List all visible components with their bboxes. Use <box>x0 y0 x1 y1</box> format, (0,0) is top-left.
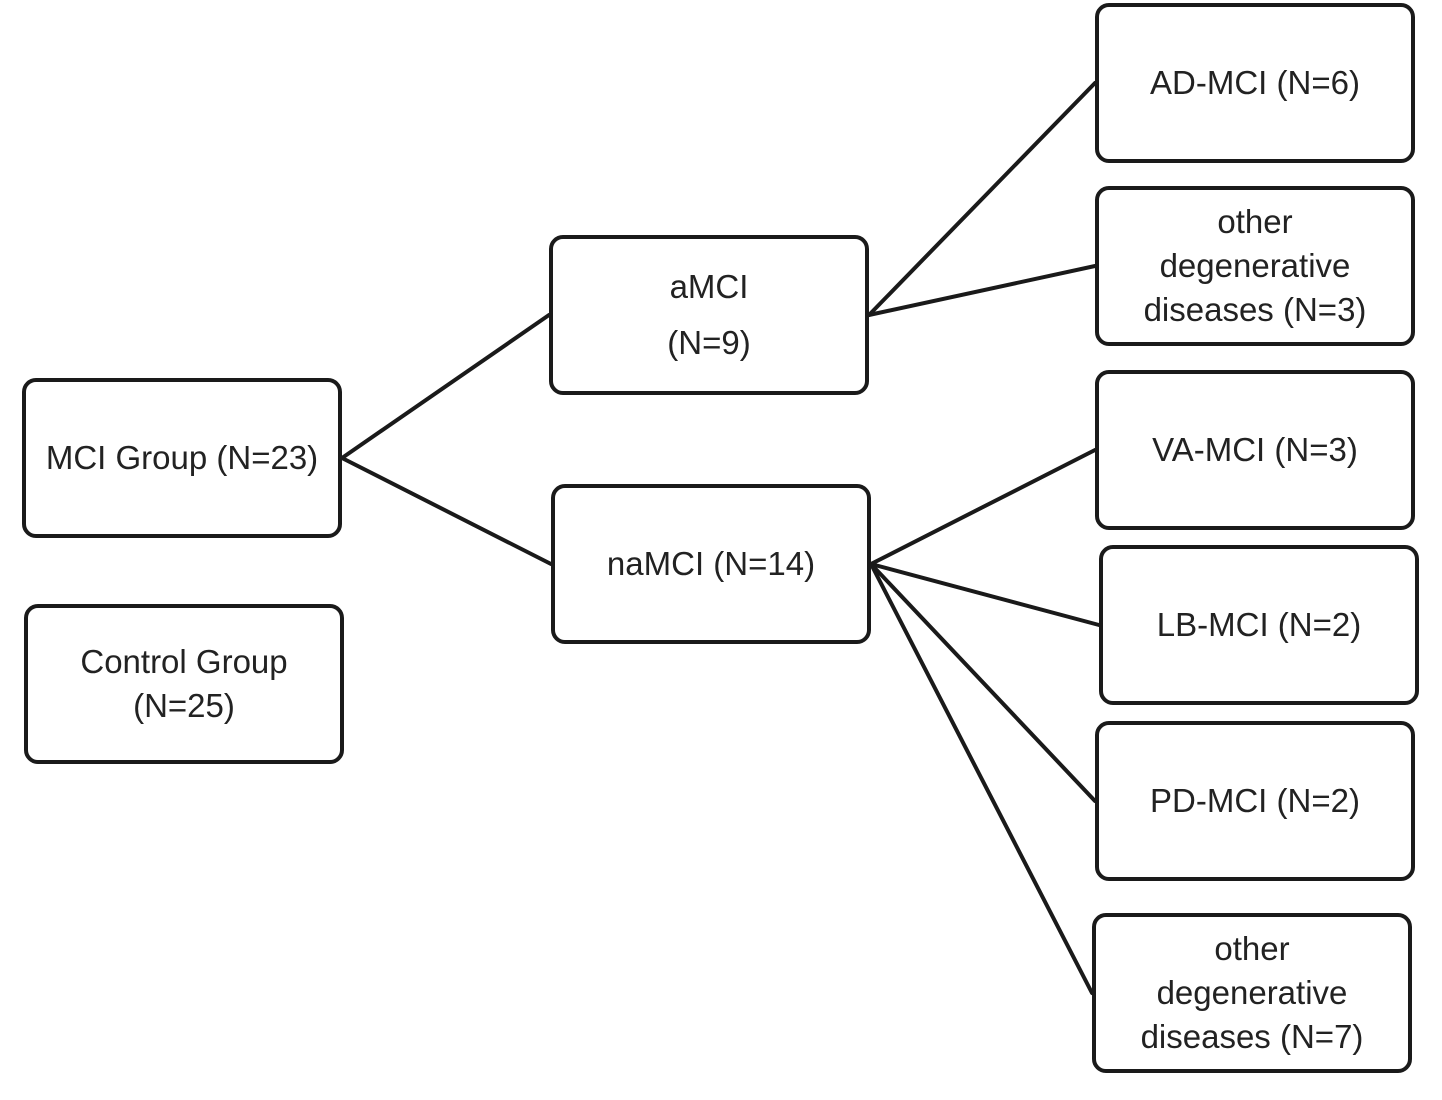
ad-mci-node: AD-MCI (N=6) <box>1095 3 1415 163</box>
edge-namci-to-lbmci <box>869 562 1101 627</box>
edge-namci-to-pdmci <box>869 562 1097 803</box>
edge-amci-to-admci <box>867 81 1097 317</box>
other-degenerative-amci-line-1: other <box>1217 203 1293 240</box>
control-group-count: (N=25) <box>133 687 235 724</box>
control-group-label: Control Group <box>80 643 288 680</box>
lb-mci-label: LB-MCI (N=2) <box>1156 606 1362 643</box>
namci-node: naMCI (N=14) <box>551 484 871 644</box>
pd-mci-node: PD-MCI (N=2) <box>1095 721 1415 881</box>
mci-group-node: MCI Group (N=23) <box>22 378 342 538</box>
other-degenerative-amci-line-2: degenerative <box>1159 247 1351 284</box>
other-degenerative-amci-line-3: diseases (N=3) <box>1143 291 1367 328</box>
amci-label: aMCI <box>669 268 749 305</box>
other-degenerative-namci-line-1: other <box>1214 930 1290 967</box>
namci-label: naMCI (N=14) <box>606 545 816 582</box>
other-degenerative-namci-node: other degenerative diseases (N=7) <box>1092 913 1412 1073</box>
ad-mci-label: AD-MCI (N=6) <box>1150 64 1360 101</box>
va-mci-node: VA-MCI (N=3) <box>1095 370 1415 530</box>
other-degenerative-amci-node: other degenerative diseases (N=3) <box>1095 186 1415 346</box>
amci-count: (N=9) <box>667 324 751 361</box>
mci-group-label: MCI Group (N=23) <box>45 439 319 476</box>
other-degenerative-namci-line-3: diseases (N=7) <box>1140 1018 1364 1055</box>
pd-mci-label: PD-MCI (N=2) <box>1150 782 1360 819</box>
va-mci-label: VA-MCI (N=3) <box>1152 431 1358 468</box>
edge-mci-to-namci <box>340 456 553 566</box>
other-degenerative-namci-line-2: degenerative <box>1156 974 1348 1011</box>
control-group-node: Control Group (N=25) <box>24 604 344 764</box>
edge-namci-to-vamci <box>869 448 1097 566</box>
lb-mci-node: LB-MCI (N=2) <box>1099 545 1419 705</box>
edge-namci-to-other-degenerative <box>869 562 1094 995</box>
edge-amci-to-other-degenerative <box>867 264 1097 317</box>
amci-node: aMCI (N=9) <box>549 235 869 395</box>
edge-mci-to-amci <box>340 313 551 460</box>
